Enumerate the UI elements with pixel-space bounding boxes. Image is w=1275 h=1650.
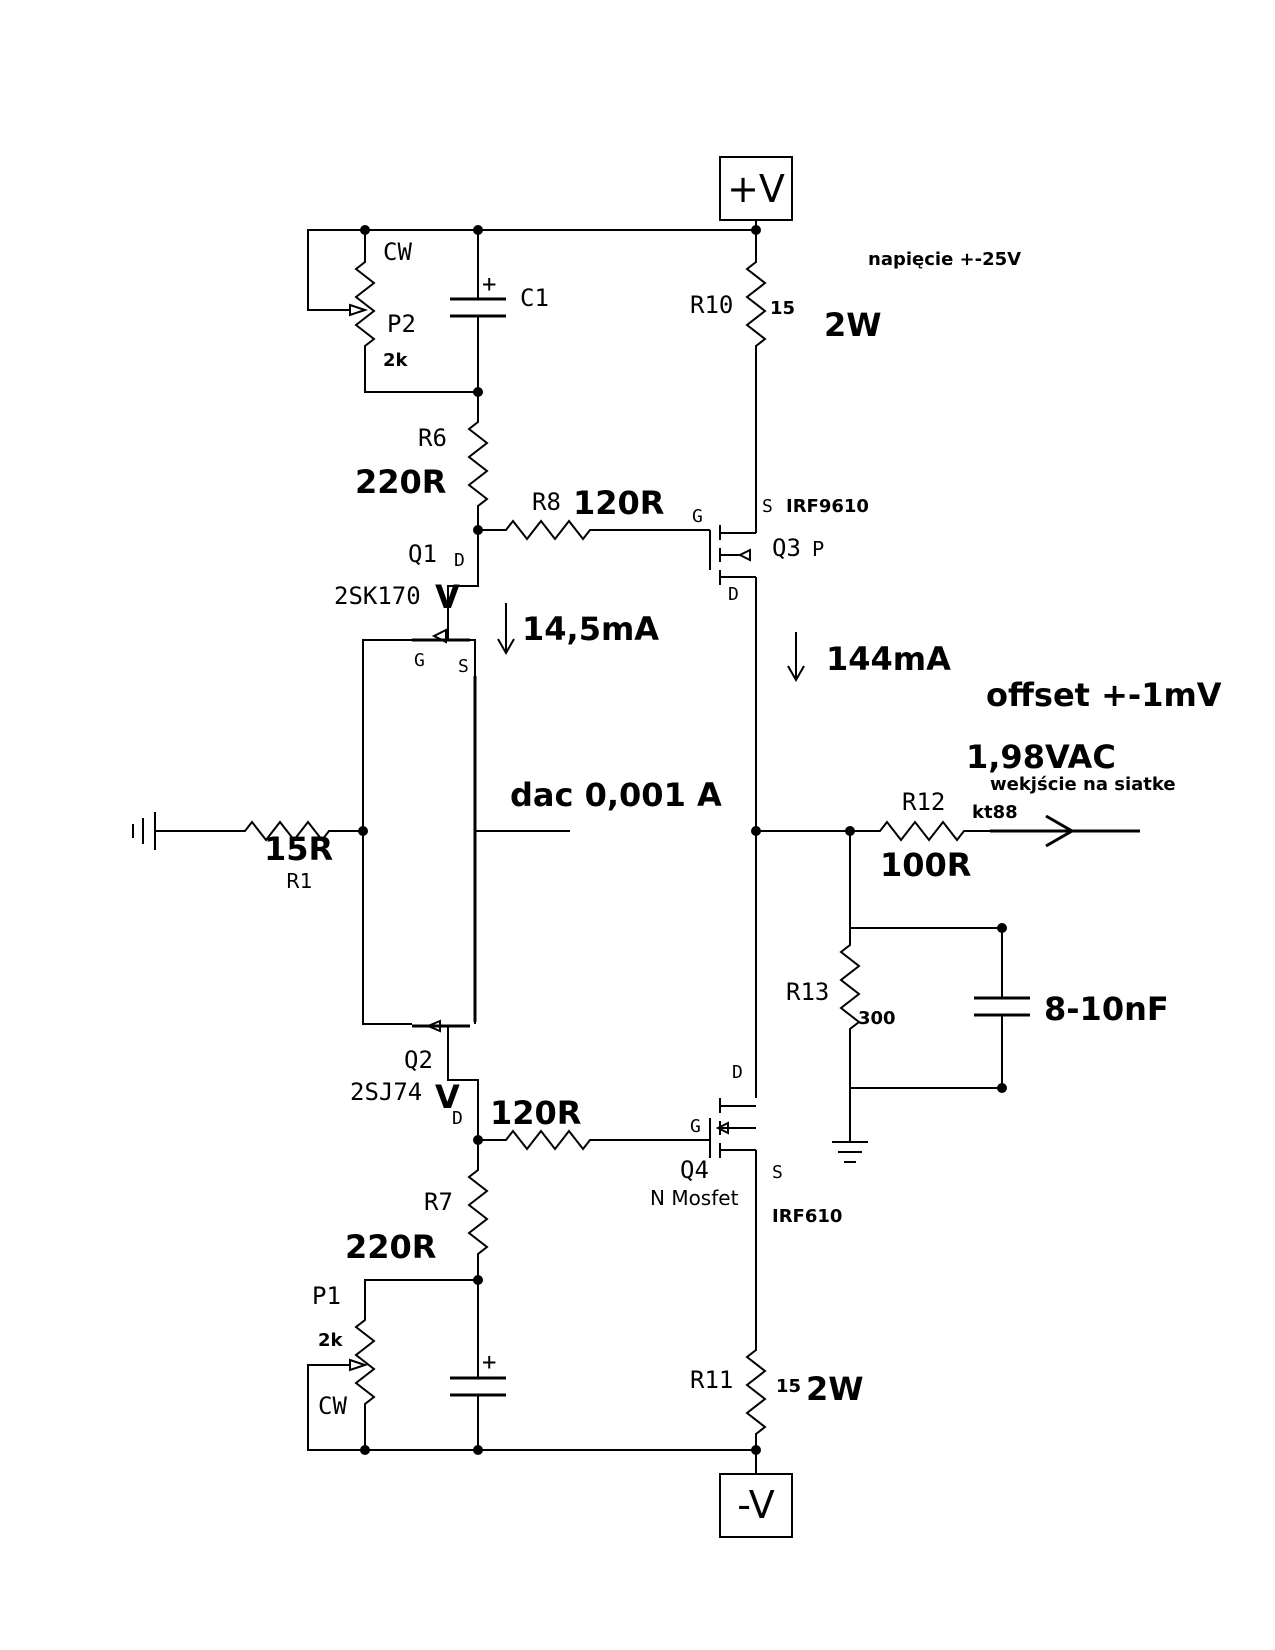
bottom-supply-bus	[365, 1449, 757, 1474]
q3-p-mosfet: G S IRF9610 Q3 P D	[692, 496, 869, 831]
negative-rail-terminal: -V	[719, 1473, 793, 1538]
current-mosfet-label: 144mA	[826, 640, 951, 678]
c1-plus-label: +	[482, 270, 496, 298]
q4-ref-label: Q4	[680, 1156, 709, 1184]
p2-wiper-label: CW	[383, 238, 412, 266]
p2-ref-label: P2	[387, 310, 416, 338]
r8-ref-label: R8	[532, 488, 561, 516]
q1-pin-s: S	[458, 656, 469, 677]
offset-note: offset +-1mV	[986, 676, 1222, 714]
r12-ref-label: R12	[902, 788, 945, 816]
current-arrow-mosfet: 144mA	[787, 632, 951, 683]
q3-part-label: IRF9610	[786, 496, 869, 517]
q2-ref-label: Q2	[404, 1046, 433, 1074]
c1-capacitor: + C1	[450, 230, 549, 392]
q3-pin-d: D	[728, 584, 739, 605]
p2-trimmer: CW P2 2k	[307, 229, 478, 393]
q4-n-mosfet: D G Q4 N Mosfet S IRF610	[650, 831, 842, 1340]
r9-value-label: 120R	[490, 1094, 581, 1132]
current-jfet-label: 14,5mA	[522, 610, 659, 648]
q2-pin-d: D	[452, 1108, 463, 1129]
q3-pin-s: S	[762, 496, 773, 517]
q4-pin-g: G	[690, 1116, 701, 1137]
output-target-line2: kt88	[972, 802, 1018, 823]
r10-ref-label: R10	[690, 291, 733, 319]
r10-resistor: R10 15 2W	[690, 230, 882, 530]
r13-value-label: 300	[858, 1008, 896, 1029]
r12-value-label: 100R	[880, 846, 971, 884]
r10-power-label: 2W	[824, 306, 882, 344]
r7-value-label: 220R	[345, 1228, 436, 1266]
r11-ref-label: R11	[690, 1366, 733, 1394]
q4-pin-d: D	[732, 1062, 743, 1083]
q3-ref-label: Q3	[772, 534, 801, 562]
r9-resistor: 120R	[478, 1094, 710, 1151]
r7-resistor: R7 220R	[345, 1140, 489, 1280]
q4-part-label: IRF610	[772, 1206, 842, 1227]
q1-ref-label: Q1	[408, 540, 437, 568]
r12-resistor: R12 100R	[850, 788, 990, 884]
r10-value-label: 15	[770, 298, 795, 319]
negative-rail-label: -V	[737, 1483, 774, 1527]
r11-power-label: 2W	[806, 1370, 864, 1408]
r13-resistor: R13 300	[786, 831, 1002, 1089]
q4-pin-s: S	[772, 1162, 783, 1183]
r1-ref-label: R1	[286, 869, 313, 893]
q1-pin-g: G	[414, 650, 425, 671]
q3-pin-g: G	[692, 506, 703, 527]
r11-value-label: 15	[776, 1376, 801, 1397]
p1-trimmer: P1 2k CW	[307, 1279, 478, 1451]
r7-ref-label: R7	[424, 1188, 453, 1216]
output-target-line1: wekjście na siatke	[990, 774, 1176, 795]
r1-resistor: 15R R1	[132, 812, 363, 893]
c-bottom-capacitor: +	[450, 1280, 506, 1450]
q1-jfet: Q1 D 2SK170 V G S	[334, 530, 479, 1025]
c-out-value-label: 8-10nF	[1044, 990, 1169, 1028]
c-bottom-plus-label: +	[482, 1348, 496, 1376]
r6-ref-label: R6	[418, 424, 447, 452]
output-arrow	[990, 814, 1140, 848]
supply-voltage-note: napięcie +-25V	[868, 249, 1021, 270]
top-supply-bus	[365, 220, 757, 231]
p2-value-label: 2k	[383, 350, 409, 371]
q1-pin-d: D	[454, 550, 465, 571]
r1-value-label: 15R	[264, 830, 333, 868]
q2-jfet: Q2 2SJ74 V D	[350, 1019, 479, 1140]
r11-resistor: R11 15 2W	[690, 1340, 864, 1450]
q1-part-label: 2SK170	[334, 582, 421, 610]
c-out-capacitor: 8-10nF	[974, 928, 1169, 1088]
positive-rail-terminal: +V	[719, 156, 793, 221]
r6-value-label: 220R	[355, 463, 446, 501]
r8-resistor: R8 120R	[478, 484, 710, 541]
p1-wiper-label: CW	[318, 1392, 347, 1420]
q1-arrow-mark: V	[435, 578, 460, 616]
q3-type-label: P	[812, 537, 824, 561]
current-arrow-jfet: 14,5mA	[497, 603, 659, 656]
p1-value-label: 2k	[318, 1330, 344, 1351]
r8-value-label: 120R	[573, 484, 664, 522]
c1-ref-label: C1	[520, 284, 549, 312]
r6-resistor: R6 220R	[355, 392, 489, 530]
q2-arrow-mark: V	[435, 1078, 460, 1116]
dac-label: dac 0,001 A	[510, 776, 722, 814]
q2-part-label: 2SJ74	[350, 1078, 422, 1106]
ground-symbol	[832, 1088, 868, 1163]
r13-ref-label: R13	[786, 978, 829, 1006]
positive-rail-label: +V	[727, 167, 785, 211]
q4-type-label: N Mosfet	[650, 1186, 739, 1210]
p1-ref-label: P1	[312, 1282, 341, 1310]
output-voltage-note: 1,98VAC	[966, 738, 1116, 776]
junction-dots	[358, 225, 1007, 1455]
